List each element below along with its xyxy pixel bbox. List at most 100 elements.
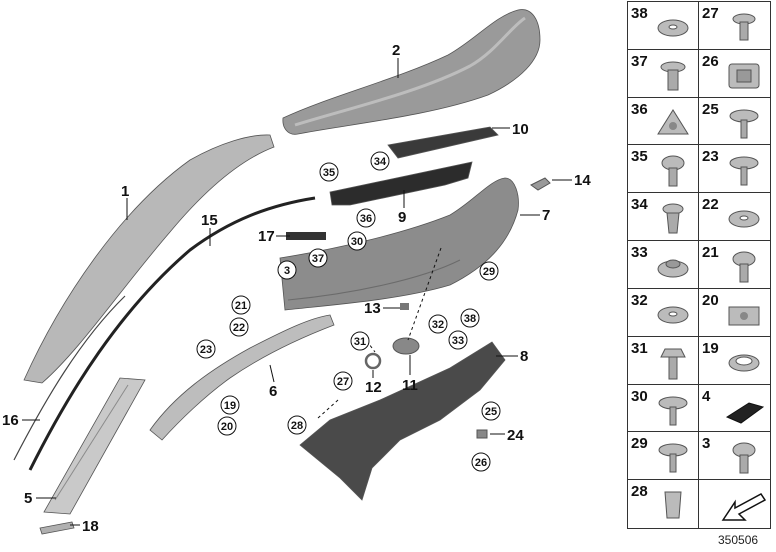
svg-text:31: 31 <box>354 336 366 348</box>
legend-cell-number: 3 <box>702 435 711 453</box>
part-speaker-grille <box>387 126 499 159</box>
svg-text:35: 35 <box>323 167 335 179</box>
svg-text:29: 29 <box>483 266 495 278</box>
legend-cell: 3 <box>699 432 770 481</box>
legend-cell-number: 21 <box>702 244 719 262</box>
legend-cell-number: 19 <box>702 339 719 357</box>
svg-text:28: 28 <box>291 420 303 432</box>
svg-text:20: 20 <box>221 421 233 433</box>
part-lower-dark-panel <box>299 341 506 501</box>
part-thin-strip-left <box>13 295 126 461</box>
part-upper-trim-highlight <box>294 16 526 127</box>
legend-cell-number: 33 <box>631 244 648 262</box>
svg-text:32: 32 <box>432 319 444 331</box>
legend-cell: 33 <box>628 241 699 289</box>
legend-cell: 29 <box>628 432 699 481</box>
legend-cell-number: 25 <box>702 100 719 118</box>
part-end-piece <box>39 521 75 535</box>
flat-washer-icon <box>657 19 689 37</box>
circled-callout-29: 29 <box>479 261 499 281</box>
part-ring <box>364 352 382 370</box>
flat-washer-icon <box>657 306 689 324</box>
washer-screw-icon <box>658 396 688 426</box>
legend-cell: 31 <box>628 336 699 385</box>
flat-washer-icon <box>728 210 760 228</box>
circled-callout-31: 31 <box>350 331 370 351</box>
legend-cell: 21 <box>699 241 770 289</box>
round-head-screw-icon <box>661 155 685 187</box>
legend-cell: 38 <box>628 2 699 50</box>
round-head-screw-icon <box>732 251 756 283</box>
svg-text:27: 27 <box>337 376 349 388</box>
grommet-icon <box>728 354 760 372</box>
legend-cell-number: 26 <box>702 52 719 70</box>
part-lower-bracket <box>43 377 146 515</box>
callout-1: 1 <box>121 183 129 200</box>
circled-callout-33: 33 <box>448 330 468 350</box>
circled-callout-19: 19 <box>220 395 240 415</box>
legend-cell: 36 <box>628 97 699 146</box>
part-round-cover <box>392 337 420 355</box>
washer-screw-icon <box>729 109 759 139</box>
legend-cell-number: 34 <box>631 196 648 214</box>
circled-callout-28: 28 <box>287 415 307 435</box>
direction-arrow-icon <box>721 493 767 521</box>
callout-18: 18 <box>82 518 99 535</box>
flange-screw-icon <box>660 61 686 91</box>
legend-cell: 30 <box>628 384 699 433</box>
legend-cell: 37 <box>628 49 699 98</box>
svg-text:22: 22 <box>233 322 245 334</box>
circled-callout-36: 36 <box>356 208 376 228</box>
callout-5: 5 <box>24 490 32 507</box>
legend-cell-number: 20 <box>702 291 719 309</box>
legend-cell: 26 <box>699 50 770 98</box>
legend-cell-number: 23 <box>702 148 719 166</box>
part-screw-clip <box>476 429 488 439</box>
dashed-leader-b <box>317 399 339 419</box>
part-inner-door-panel-edge <box>287 259 461 301</box>
legend-cell-number: 36 <box>631 100 648 118</box>
legend-cell-number: 37 <box>631 52 648 70</box>
callout-24: 24 <box>507 427 524 444</box>
circled-callout-21: 21 <box>231 295 251 315</box>
round-head-screw-icon <box>732 442 756 474</box>
expanding-clip-icon <box>664 491 682 519</box>
cage-nut-icon <box>728 306 760 326</box>
part-handle-trim <box>329 161 473 206</box>
part-small-bracket <box>286 232 326 240</box>
part-seal-strip <box>28 196 316 471</box>
legend-cell: 28 <box>628 480 699 528</box>
legend-cell: 27 <box>699 2 770 50</box>
svg-text:33: 33 <box>452 335 464 347</box>
circled-callout-30: 30 <box>347 231 367 251</box>
spring-nut-icon <box>728 63 760 89</box>
circled-callout-3: 3 <box>277 260 297 280</box>
legend-cell: 4 <box>699 385 770 433</box>
legend-cell-number: 29 <box>631 435 648 453</box>
legend-cell: 32 <box>628 288 699 337</box>
svg-text:3: 3 <box>284 265 290 277</box>
legend-cell-number: 30 <box>631 387 648 405</box>
foam-pad-icon <box>725 401 765 424</box>
washer-screw-icon <box>729 156 759 186</box>
callout-17: 17 <box>258 228 275 245</box>
legend-cell-number: 35 <box>631 148 648 166</box>
part-upper-trim-panel <box>282 9 541 135</box>
callout-8: 8 <box>520 348 528 365</box>
part-lattice-carrier <box>149 314 335 441</box>
svg-text:26: 26 <box>475 457 487 469</box>
callout-11: 11 <box>402 377 418 394</box>
circled-callout-25: 25 <box>481 401 501 421</box>
svg-text:21: 21 <box>235 300 247 312</box>
legend-cell: 22 <box>699 193 770 242</box>
legend-cell: 35 <box>628 145 699 194</box>
push-rivet-icon <box>732 13 756 41</box>
callout-2: 2 <box>392 42 400 59</box>
legend-cell: 20 <box>699 289 770 337</box>
legend-cell-number: 28 <box>631 483 648 501</box>
svg-text:25: 25 <box>485 406 497 418</box>
circled-callout-32: 32 <box>428 314 448 334</box>
circled-callout-38: 38 <box>460 308 480 328</box>
svg-text:37: 37 <box>312 253 324 265</box>
